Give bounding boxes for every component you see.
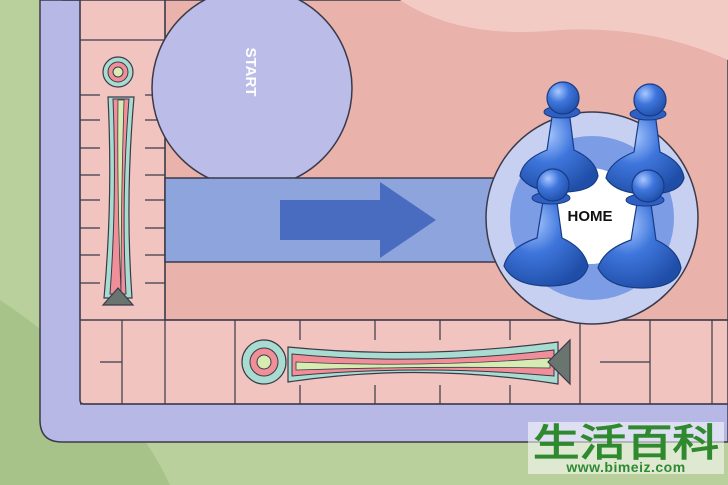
- home-label: HOME: [568, 208, 613, 225]
- start-zone-highlight: [400, 0, 728, 60]
- horizontal-slide: [241, 338, 571, 386]
- watermark-url: www.bimeiz.com: [565, 459, 685, 475]
- pawn-front-right[interactable]: [597, 169, 682, 289]
- pawn-front-left[interactable]: [503, 168, 589, 287]
- watermark-chars: 生活百科: [533, 421, 719, 465]
- start-label: START: [242, 48, 259, 97]
- vertical-slide: [101, 56, 135, 306]
- arrow-right-icon: [280, 182, 436, 258]
- pawn-back-left[interactable]: [519, 81, 599, 193]
- watermark: 生活百科 www.bimeiz.com: [528, 421, 724, 475]
- watermark-backdrop: [528, 422, 724, 474]
- pawn-back-right[interactable]: [605, 83, 685, 195]
